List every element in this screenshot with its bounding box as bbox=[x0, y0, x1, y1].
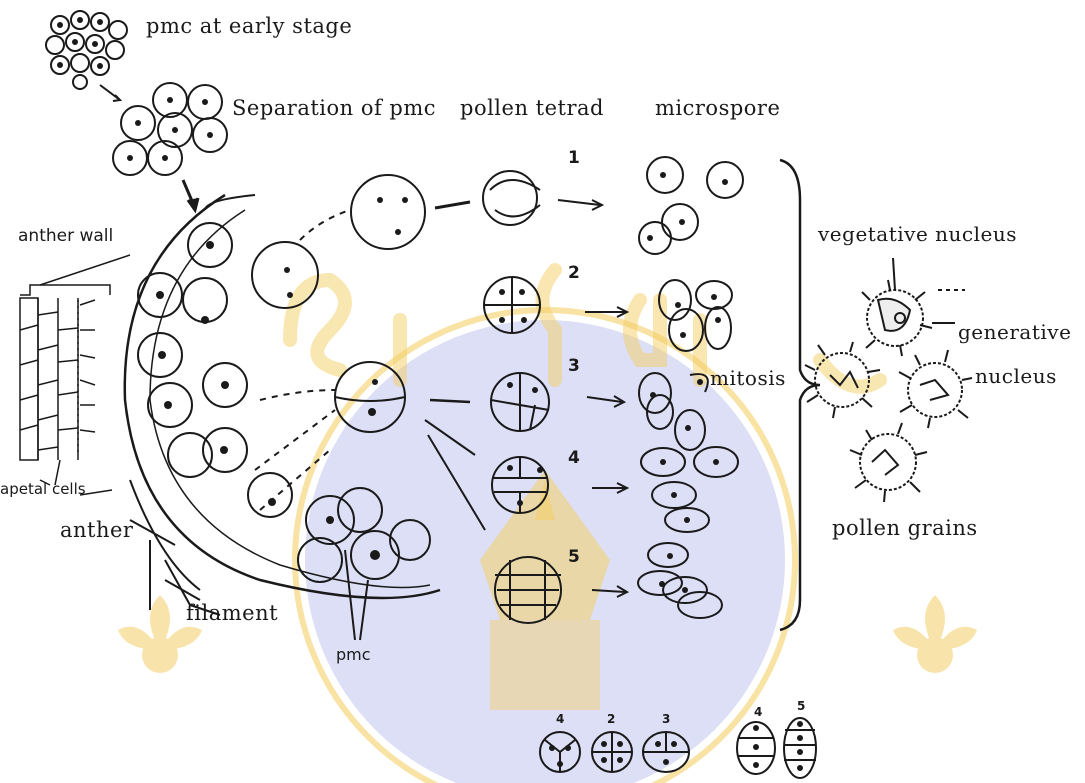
pollen-grain-vegetative bbox=[861, 279, 933, 357]
pollen-grain-3 bbox=[898, 349, 973, 429]
label-pmc-early: pmc at early stage bbox=[146, 14, 353, 38]
watermark-flower-left bbox=[118, 595, 202, 673]
watermark-flower-right bbox=[893, 595, 977, 673]
bottom-tetrad-a bbox=[539, 731, 581, 773]
microspores-3 bbox=[638, 372, 709, 451]
tetrad-4 bbox=[491, 456, 549, 514]
tetrad-1 bbox=[482, 170, 541, 226]
bottom-number-e: 5 bbox=[797, 699, 806, 713]
stage-number-3: 3 bbox=[568, 356, 580, 376]
label-pollen-grains: pollen grains bbox=[832, 516, 978, 540]
stage-number-4: 4 bbox=[568, 448, 580, 468]
bottom-number-c: 3 bbox=[662, 712, 671, 726]
bottom-number-b: 2 bbox=[607, 712, 616, 726]
stage-number-5: 5 bbox=[568, 547, 580, 567]
anther-pmc-cells bbox=[137, 222, 431, 583]
meiosis-cell-2 bbox=[334, 361, 406, 433]
microspores-4 bbox=[640, 446, 739, 533]
tetrad-5 bbox=[494, 556, 562, 624]
label-pollen-tetrad: pollen tetrad bbox=[460, 96, 604, 120]
pmc-early-cluster bbox=[45, 10, 128, 90]
label-anther-wall: anther wall bbox=[18, 226, 114, 246]
bottom-tetrad-b bbox=[591, 731, 633, 773]
label-microspore: microspore bbox=[655, 96, 781, 120]
stage-number-2: 2 bbox=[568, 263, 580, 283]
bottom-tetrad-d bbox=[736, 721, 776, 775]
label-filament: filament bbox=[186, 601, 279, 625]
watermark-seal bbox=[292, 307, 798, 783]
label-nucleus: nucleus bbox=[975, 364, 1057, 388]
label-pmc: pmc bbox=[336, 645, 371, 664]
label-separation: Separation of pmc bbox=[232, 96, 437, 120]
bottom-tetrad-e bbox=[783, 717, 817, 779]
pollen-grain-2 bbox=[804, 341, 881, 419]
bottom-tetrad-c bbox=[642, 731, 690, 773]
bracket bbox=[779, 158, 821, 632]
label-mitosis: mitosis bbox=[710, 366, 786, 390]
microspores-5 bbox=[637, 542, 723, 619]
microspores-1 bbox=[638, 156, 744, 255]
tetrad-2 bbox=[483, 276, 541, 334]
pollen-grain-4 bbox=[849, 422, 928, 503]
bottom-number-d: 4 bbox=[754, 705, 763, 719]
meiosis-cell-1 bbox=[350, 174, 426, 250]
label-generative: generative bbox=[958, 320, 1072, 344]
label-vegetative-nucleus: vegetative nucleus bbox=[818, 222, 1017, 246]
microspores-2 bbox=[658, 279, 733, 352]
label-apetal-cells: apetal cells bbox=[0, 480, 86, 498]
tetrad-3 bbox=[490, 372, 550, 432]
ink-drawing bbox=[45, 10, 973, 641]
separated-pmc bbox=[112, 82, 228, 176]
watermark-thai-text bbox=[283, 263, 887, 394]
stage-number-1: 1 bbox=[568, 148, 580, 168]
bottom-number-a: 4 bbox=[556, 712, 565, 726]
label-anther: anther bbox=[60, 518, 134, 542]
